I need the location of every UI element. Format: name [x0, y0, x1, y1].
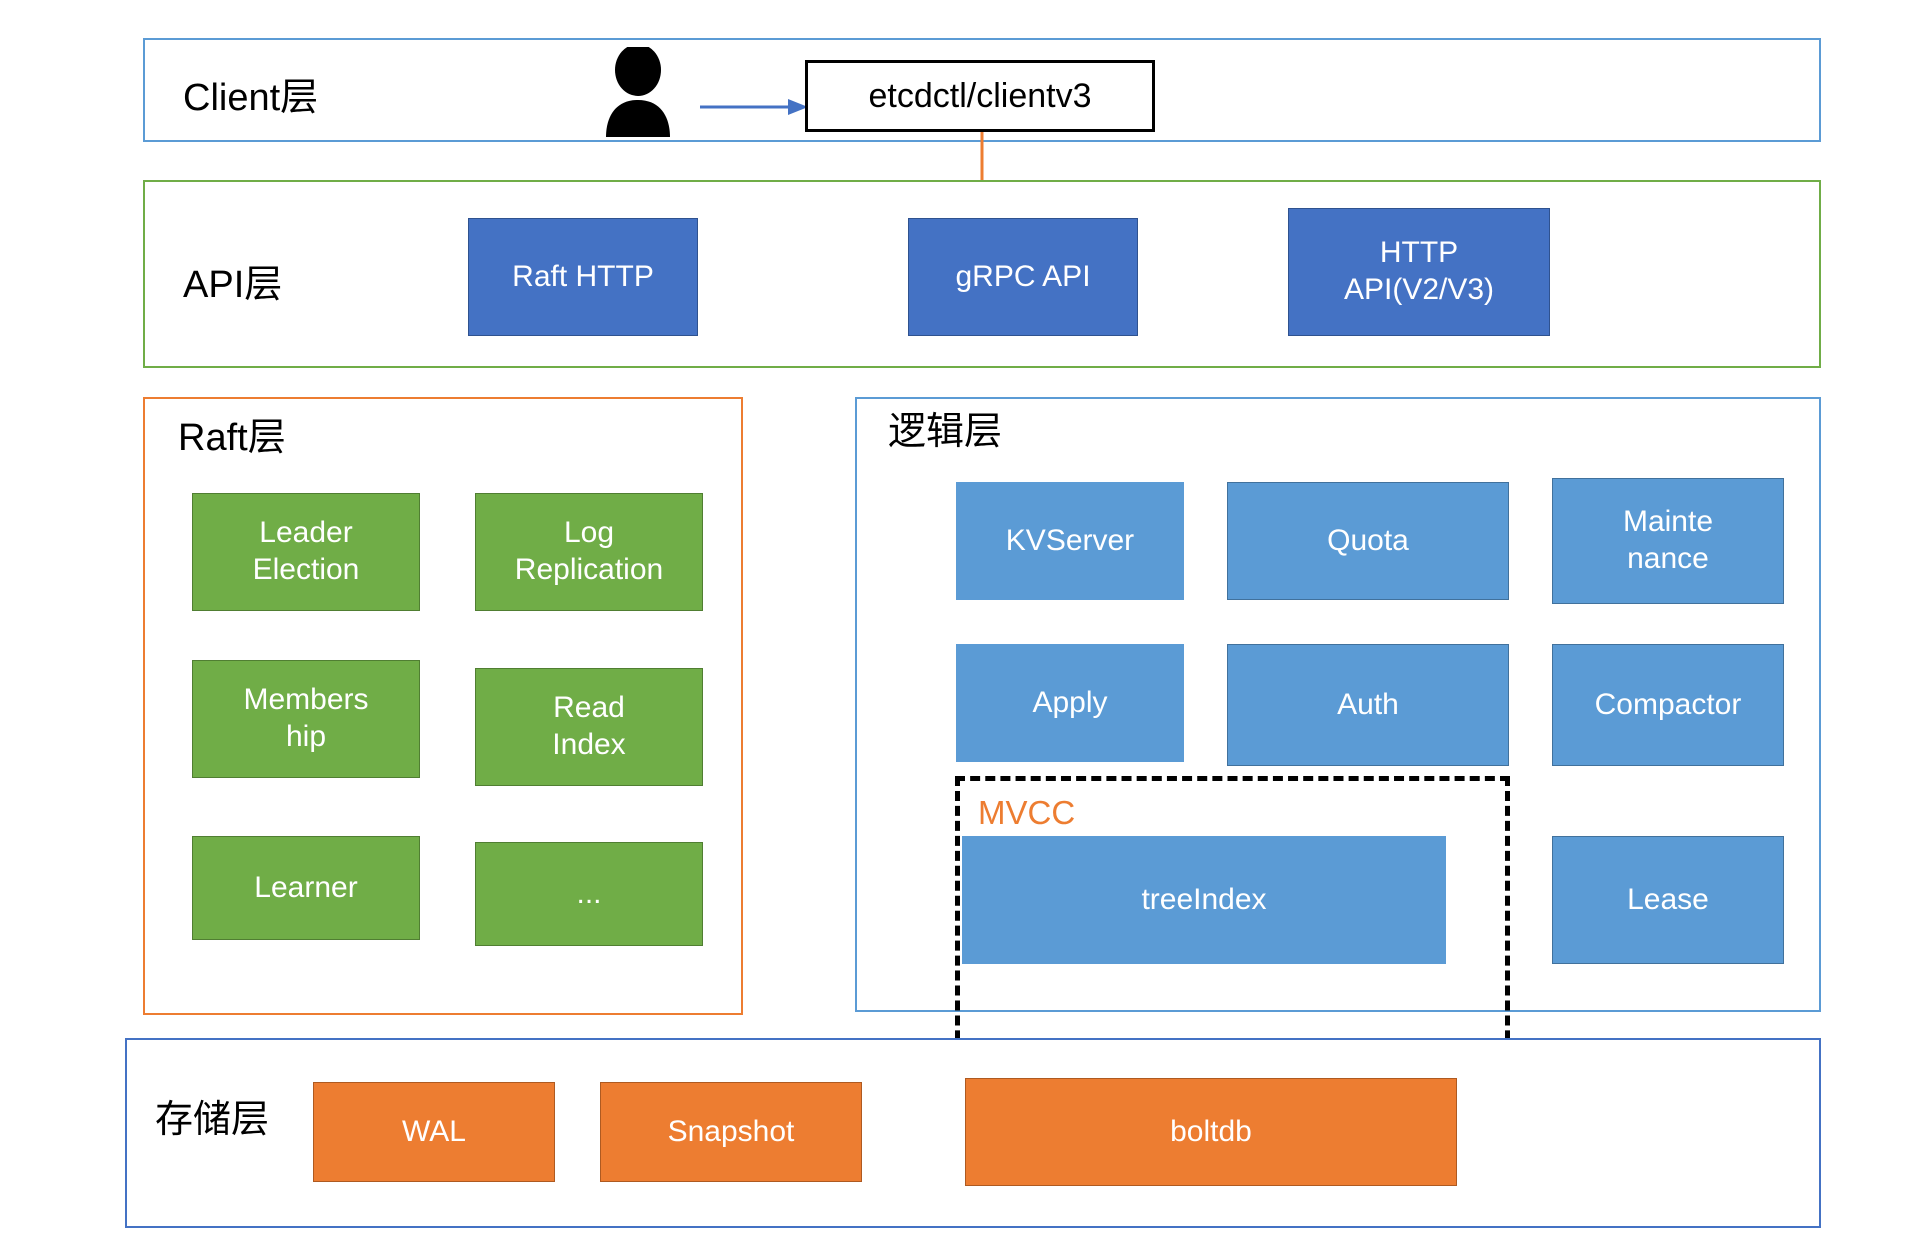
storage-node-wal[interactable]: WAL: [313, 1082, 555, 1182]
raft-node-ellipsis[interactable]: ...: [475, 842, 703, 946]
api-node-http-api[interactable]: HTTP API(V2/V3): [1288, 208, 1550, 336]
logic-node-apply[interactable]: Apply: [956, 644, 1184, 762]
api-node-grpc-api[interactable]: gRPC API: [908, 218, 1138, 336]
user-person-icon: [598, 44, 678, 142]
storage-node-boltdb[interactable]: boltdb: [965, 1078, 1457, 1186]
arrow-right-icon: [700, 99, 808, 115]
logic-node-treeindex[interactable]: treeIndex: [962, 836, 1446, 964]
logic-node-maintenance[interactable]: Mainte nance: [1552, 478, 1784, 604]
mvcc-group-label: MVCC: [978, 794, 1076, 831]
raft-node-membership[interactable]: Members hip: [192, 660, 420, 778]
storage-layer-title: 存储层: [155, 1099, 270, 1141]
api-layer-title: API层: [183, 264, 283, 306]
logic-node-lease[interactable]: Lease: [1552, 836, 1784, 964]
logic-layer-title: 逻辑层: [888, 411, 1003, 453]
logic-node-auth[interactable]: Auth: [1227, 644, 1509, 766]
api-node-raft-http[interactable]: Raft HTTP: [468, 218, 698, 336]
logic-node-compactor[interactable]: Compactor: [1552, 644, 1784, 766]
logic-node-quota[interactable]: Quota: [1227, 482, 1509, 600]
logic-node-kvserver[interactable]: KVServer: [956, 482, 1184, 600]
raft-node-leader-election[interactable]: Leader Election: [192, 493, 420, 611]
raft-node-learner[interactable]: Learner: [192, 836, 420, 940]
raft-node-log-replication[interactable]: Log Replication: [475, 493, 703, 611]
etcdctl-client-box[interactable]: etcdctl/clientv3: [805, 60, 1155, 132]
storage-node-snapshot[interactable]: Snapshot: [600, 1082, 862, 1182]
raft-layer-title: Raft层: [178, 417, 286, 459]
client-layer-title: Client层: [183, 77, 319, 119]
raft-node-read-index[interactable]: Read Index: [475, 668, 703, 786]
